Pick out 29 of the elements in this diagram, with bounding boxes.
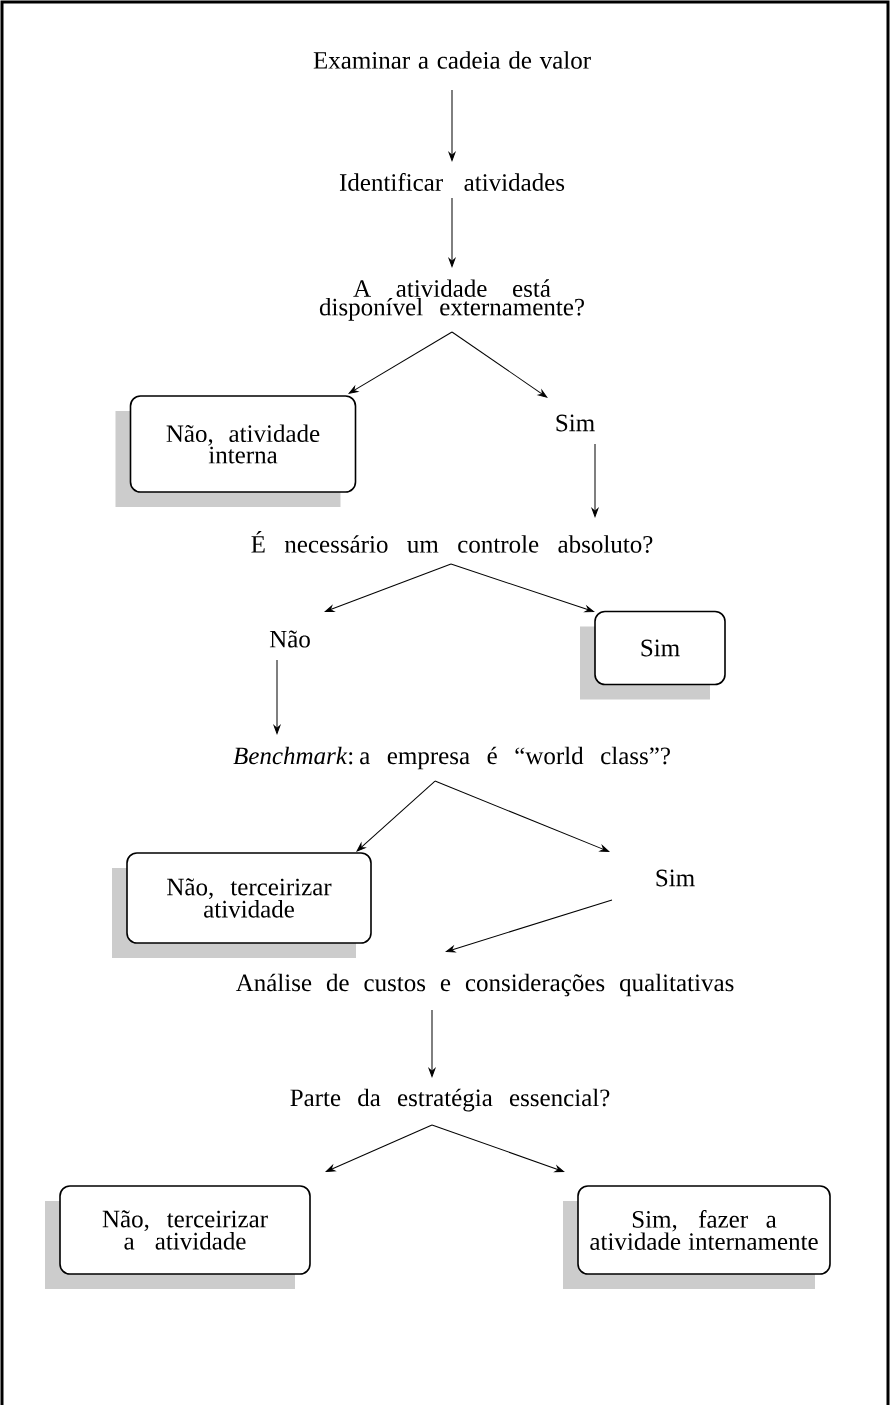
rounded-box: Não, terceirizar a atividade bbox=[45, 1185, 311, 1289]
arrow bbox=[356, 780, 436, 852]
arrow bbox=[428, 1009, 436, 1078]
arrow bbox=[451, 331, 548, 398]
arrow bbox=[448, 197, 456, 268]
arrow bbox=[325, 1124, 433, 1172]
arrow bbox=[273, 659, 281, 735]
arrow bbox=[591, 443, 599, 518]
step-text: Identificar atividades bbox=[339, 173, 565, 191]
step-text: Benchmark: a empresa é “world class”? bbox=[233, 746, 670, 770]
arrow bbox=[324, 563, 452, 612]
step-text: Análise de custos e considerações qualitativas bbox=[235, 973, 734, 997]
arrow bbox=[431, 1124, 565, 1173]
rounded-box: Sim bbox=[580, 610, 726, 700]
step-text: A atividade está disponível externamente? bbox=[319, 279, 584, 321]
rounded-box: Não, terceirizar atividade bbox=[112, 852, 372, 958]
step-text: Examinar a cadeia de valor bbox=[313, 51, 591, 69]
arrow bbox=[348, 331, 453, 394]
arrow bbox=[434, 780, 610, 852]
arrow bbox=[448, 89, 456, 162]
step-text: Sim bbox=[556, 414, 595, 432]
arrow bbox=[445, 899, 613, 953]
arrow bbox=[450, 563, 595, 613]
step-text: Sim bbox=[656, 869, 695, 887]
step-text: Não bbox=[269, 630, 310, 648]
rounded-box: Não, atividade interna bbox=[115, 395, 357, 507]
step-text: É necessário um controle absoluto? bbox=[251, 531, 653, 553]
rounded-box: Sim, fazer a atividade internamente bbox=[563, 1185, 831, 1289]
step-text: Parte da estratégia essencial? bbox=[290, 1088, 610, 1112]
